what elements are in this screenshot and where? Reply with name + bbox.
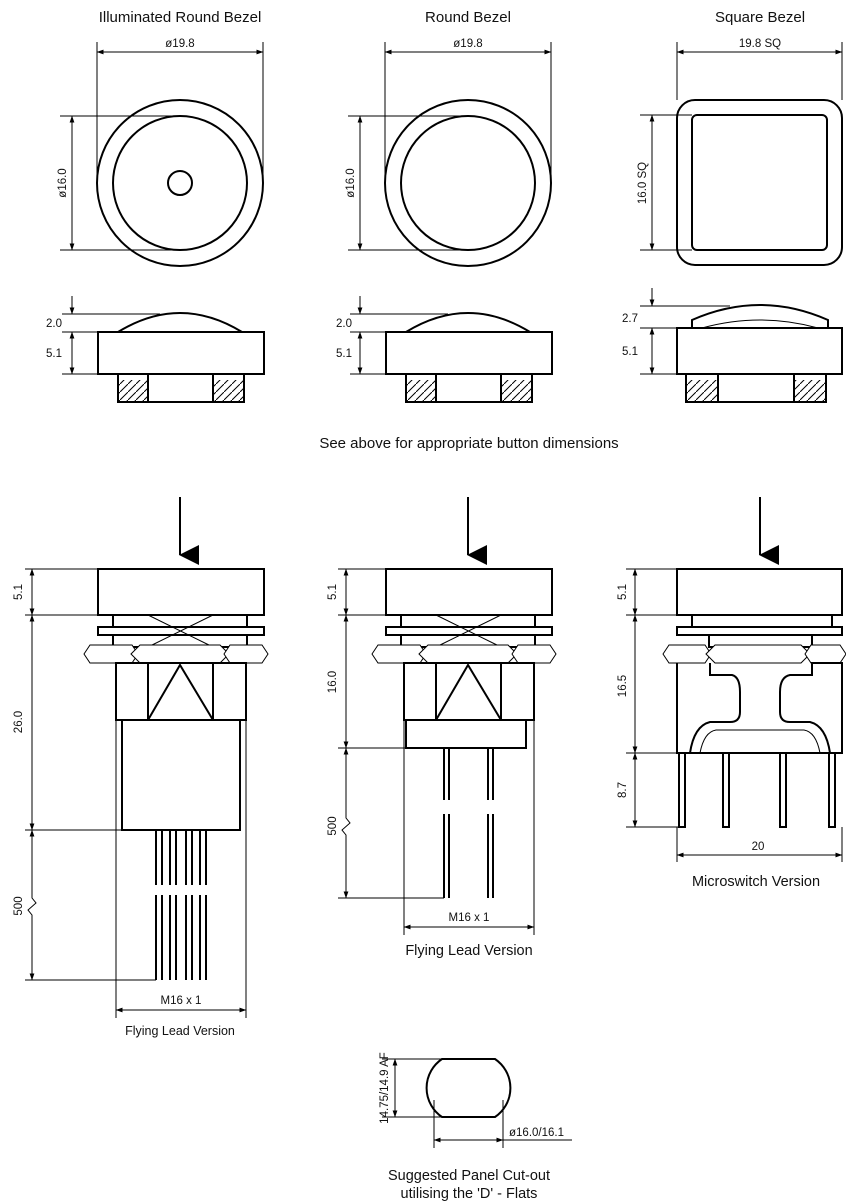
square-bezel-title: Square Bezel bbox=[715, 9, 805, 26]
cutout-diameter-dim: ø16.0/16.1 bbox=[509, 1127, 564, 1139]
flying-lead-26-head-dim: 5.1 bbox=[13, 584, 25, 600]
round-bezel-height: 5.1 bbox=[336, 348, 352, 360]
illuminated-width-dim: ø19.8 bbox=[165, 38, 194, 50]
microswitch-head-dim: 5.1 bbox=[617, 584, 629, 600]
microswitch-caption: Microswitch Version bbox=[692, 874, 820, 890]
square-width-dim: 19.8 SQ bbox=[739, 38, 781, 50]
illuminated-round-bezel-top-view: Illuminated Round Bezel ø19.8 ø16.0 bbox=[57, 9, 264, 267]
illuminated-round-bezel-title: Illuminated Round Bezel bbox=[99, 9, 262, 26]
flying-lead-16-head-dim: 5.1 bbox=[327, 584, 339, 600]
illuminated-dome-height: 2.0 bbox=[46, 318, 62, 330]
square-bezel-side-view: 2.7 5.1 bbox=[622, 288, 843, 403]
square-dome-height: 2.7 bbox=[622, 313, 638, 325]
microswitch-version-assembly: 5.1 16.5 8.7 20 Microswitch Version bbox=[617, 568, 846, 890]
flying-lead-version-26-assembly: 5.1 26.0 500 M16 x 1 Flying Lead Version bbox=[13, 568, 269, 1038]
illuminated-inner-dim: ø16.0 bbox=[57, 168, 69, 197]
flying-lead-16-caption: Flying Lead Version bbox=[405, 943, 532, 959]
panel-cutout-detail: 14.75/14.9 AF ø16.0/16.1 Suggested Panel… bbox=[379, 1052, 572, 1202]
flying-lead-16-body-dim: 16.0 bbox=[327, 671, 339, 693]
microswitch-pins-dim: 8.7 bbox=[617, 782, 629, 798]
button-dimensions-note: See above for appropriate button dimensi… bbox=[319, 435, 618, 452]
flying-lead-16-thread-dim: M16 x 1 bbox=[449, 912, 490, 924]
square-inner-dim: 16.0 SQ bbox=[637, 162, 649, 204]
cutout-caption-line2: utilising the 'D' - Flats bbox=[401, 1186, 538, 1202]
square-bezel-height: 5.1 bbox=[622, 346, 638, 358]
illuminated-round-bezel-side-view: 2.0 5.1 bbox=[46, 296, 265, 403]
microswitch-body-dim: 16.5 bbox=[617, 675, 629, 697]
round-width-dim: ø19.8 bbox=[453, 38, 482, 50]
round-bezel-side-view: 2.0 5.1 bbox=[336, 296, 553, 403]
round-bezel-top-view: Round Bezel ø19.8 ø16.0 bbox=[345, 9, 552, 267]
round-inner-dim: ø16.0 bbox=[345, 168, 357, 197]
flying-lead-26-thread-dim: M16 x 1 bbox=[161, 995, 202, 1007]
round-bezel-title: Round Bezel bbox=[425, 9, 511, 26]
microswitch-width-dim: 20 bbox=[752, 841, 765, 853]
flying-lead-version-16-assembly: 5.1 16.0 500 M16 x 1 Flying Lead Version bbox=[327, 568, 557, 959]
flying-lead-16-lead-dim: 500 bbox=[327, 816, 339, 835]
cutout-flats-dim: 14.75/14.9 AF bbox=[379, 1052, 391, 1124]
flying-lead-26-lead-dim: 500 bbox=[13, 896, 25, 915]
square-bezel-top-view: Square Bezel 19.8 SQ 16.0 SQ bbox=[637, 9, 843, 266]
round-dome-height: 2.0 bbox=[336, 318, 352, 330]
flying-lead-26-body-dim: 26.0 bbox=[13, 711, 25, 733]
cutout-caption-line1: Suggested Panel Cut-out bbox=[388, 1168, 550, 1184]
flying-lead-26-caption: Flying Lead Version bbox=[125, 1024, 235, 1038]
illuminated-bezel-height: 5.1 bbox=[46, 348, 62, 360]
